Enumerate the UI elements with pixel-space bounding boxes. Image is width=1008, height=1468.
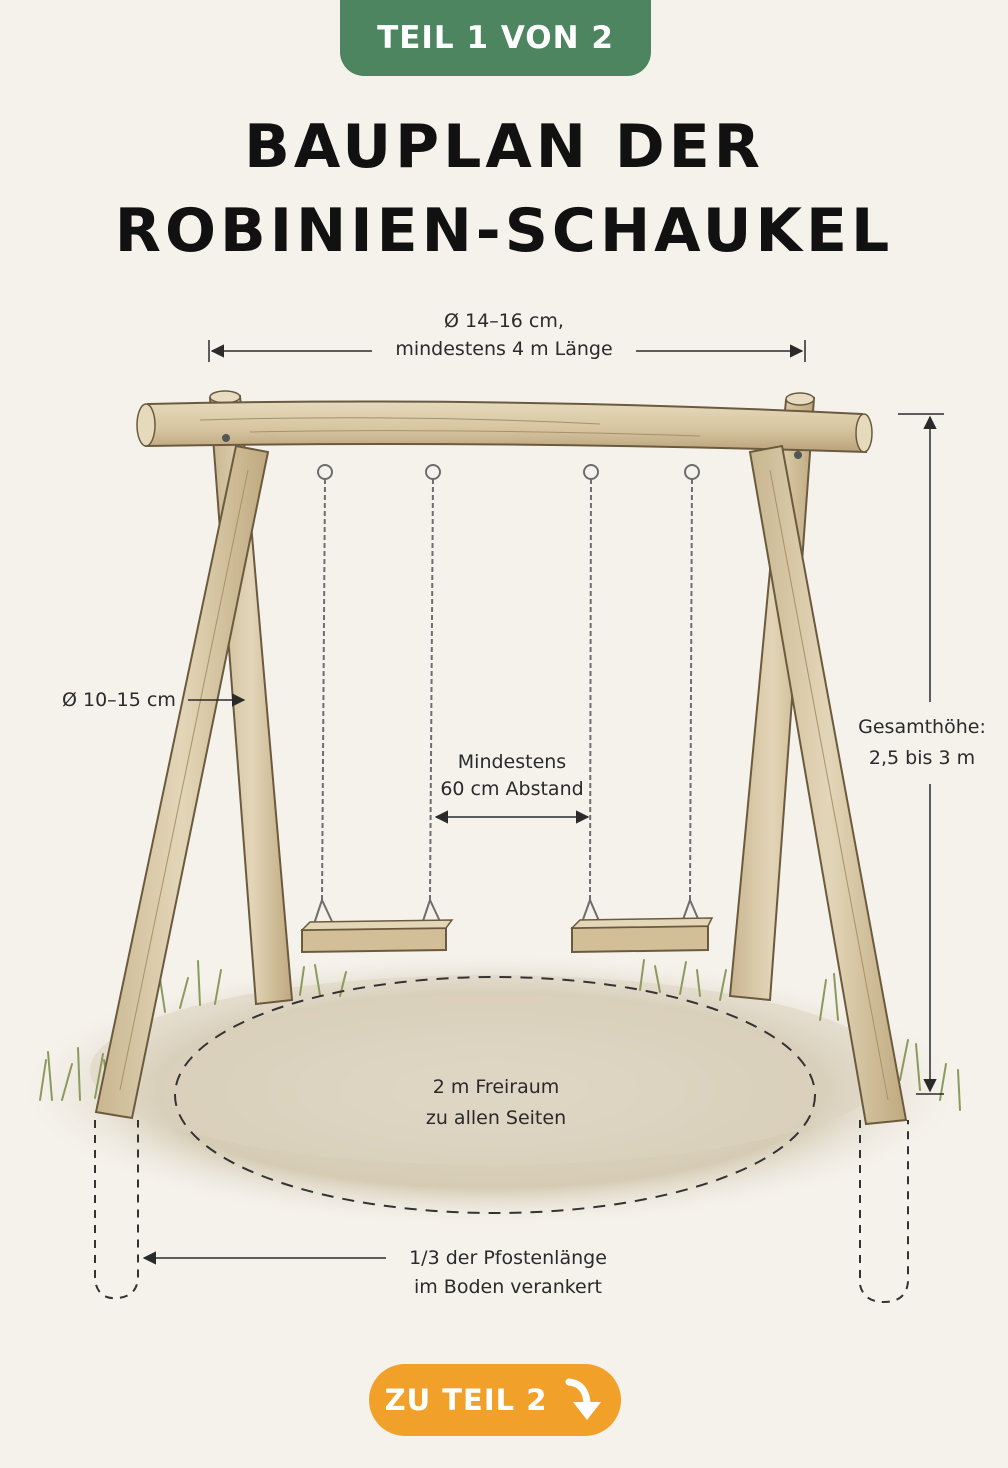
next-part-button-label: ZU TEIL 2 xyxy=(384,1383,548,1417)
chain-icon xyxy=(579,464,703,929)
beam-bolts xyxy=(222,434,802,459)
ground xyxy=(10,950,970,1230)
spacing-label-line-1: Mindestens xyxy=(457,751,567,773)
beam-length-dimension xyxy=(208,340,806,362)
page-title-line-1: BAUPLAN DER xyxy=(244,112,764,182)
anchor-label-line-1: 1/3 der Pfostenlänge xyxy=(409,1247,607,1269)
swing-left xyxy=(300,464,454,954)
clearance-label-line-1: 2 m Freiraum xyxy=(432,1076,560,1098)
curved-arrow-down-icon xyxy=(565,1378,602,1420)
part-badge-label: TEIL 1 VON 2 xyxy=(377,20,614,56)
height-label-line-2: 2,5 bis 3 m xyxy=(868,747,976,769)
next-part-button[interactable]: ZU TEIL 2 xyxy=(369,1364,621,1436)
clearance-zone xyxy=(174,976,816,1214)
post-diameter-label: Ø 10–15 cm xyxy=(62,689,176,711)
part-badge: TEIL 1 VON 2 xyxy=(340,0,651,76)
chain-icon xyxy=(311,464,445,931)
right-front-post xyxy=(748,444,908,1126)
beam-dimension-label-line-1: Ø 14–16 cm, xyxy=(444,310,564,332)
swing-right xyxy=(570,464,714,954)
spacing-label-line-2: 60 cm Abstand xyxy=(440,778,584,800)
buried-post-left-outline xyxy=(94,1120,139,1300)
left-front-post xyxy=(94,444,270,1120)
height-dimension xyxy=(898,413,944,1095)
clearance-label-line-2: zu allen Seiten xyxy=(425,1107,567,1129)
height-label-line-1: Gesamthöhe: xyxy=(858,716,986,738)
anchor-label-line-2: im Boden verankert xyxy=(413,1276,603,1298)
beam-dimension-label-line-2: mindestens 4 m Länge xyxy=(395,338,613,360)
buried-post-right-outline xyxy=(859,1120,909,1304)
top-beam xyxy=(136,400,873,454)
page-title-line-2: ROBINIEN-SCHAUKEL xyxy=(114,196,894,266)
